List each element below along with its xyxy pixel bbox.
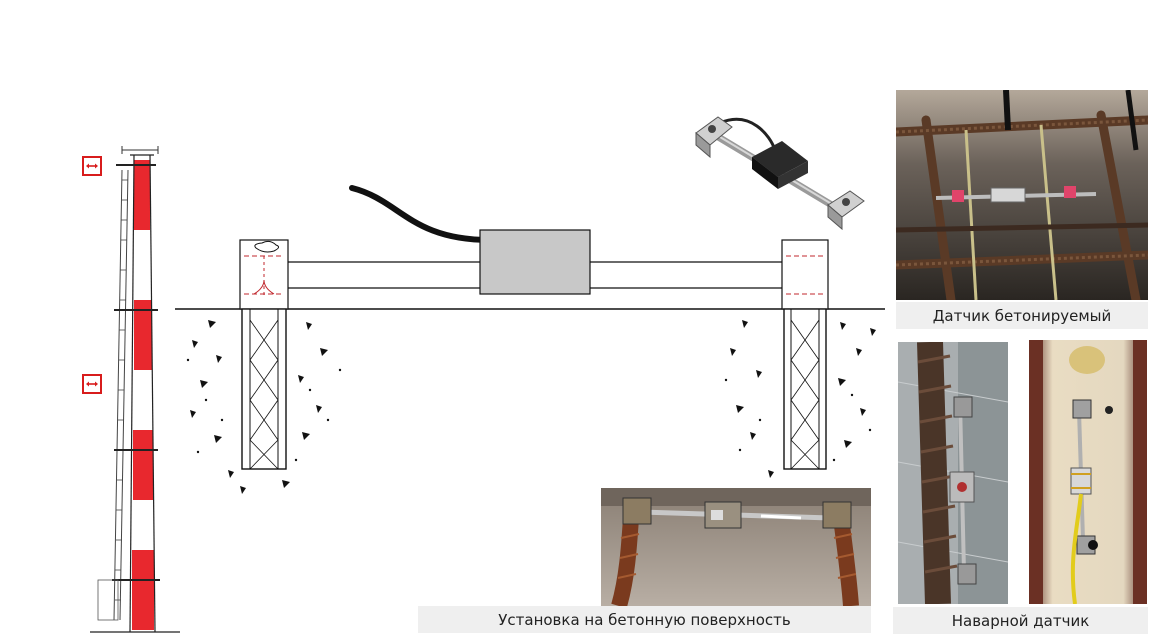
double-arrow-icon bbox=[82, 156, 102, 176]
double-arrow-icon bbox=[82, 374, 102, 394]
sensor-cable bbox=[349, 185, 493, 243]
photo-embedded-sensor bbox=[896, 90, 1148, 300]
photo-surface-mount bbox=[601, 488, 871, 606]
installation-schematic bbox=[175, 185, 885, 494]
photo-welded-sensor-1 bbox=[898, 342, 1008, 604]
caption-embedded-sensor: Датчик бетонируемый bbox=[896, 302, 1148, 329]
soil-hatching-right bbox=[724, 320, 876, 478]
strain-marker-upper bbox=[82, 156, 102, 176]
photo-welded-sensor-2 bbox=[1029, 340, 1147, 604]
caption-welded-sensor: Наварной датчик bbox=[893, 607, 1148, 634]
chimney-elevation bbox=[90, 146, 180, 633]
strain-marker-lower bbox=[82, 374, 102, 394]
sensor-3d-illustration bbox=[695, 116, 865, 231]
sensor-body bbox=[479, 229, 591, 295]
caption-surface-mount: Установка на бетонную поверхность bbox=[418, 606, 871, 633]
soil-hatching-left bbox=[186, 320, 342, 494]
